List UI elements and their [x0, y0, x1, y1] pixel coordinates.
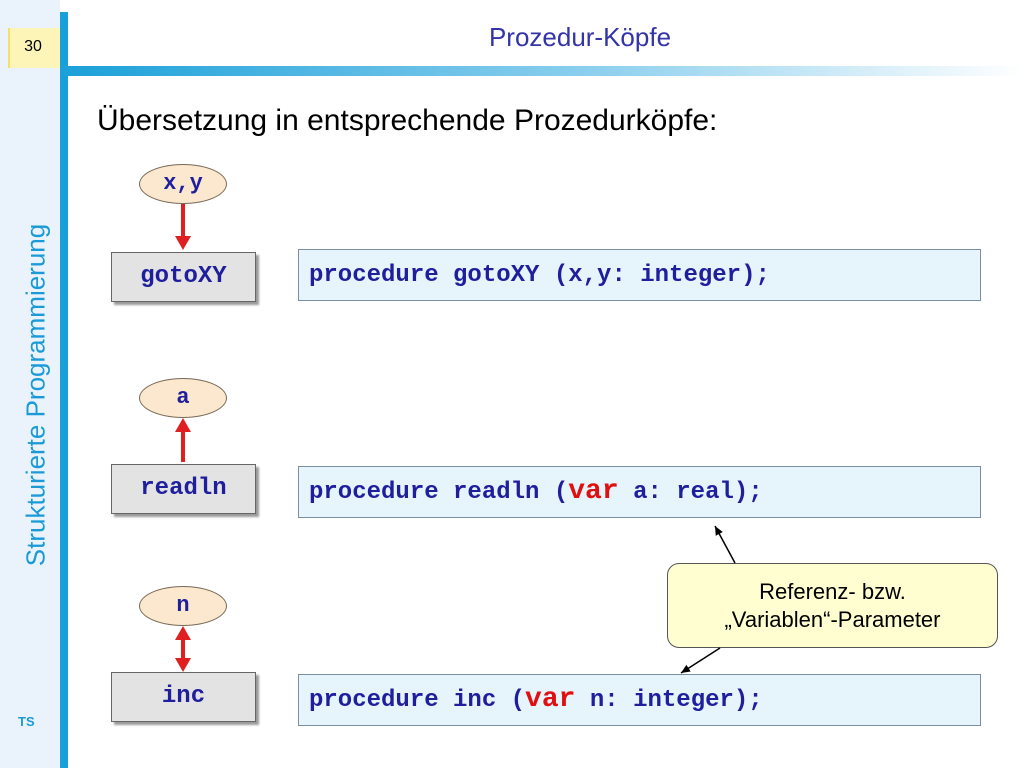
callout-line-1: Referenz- bzw. [759, 579, 906, 604]
side-title: Strukturierte Programmierung [20, 223, 51, 567]
param-ellipse-xy: x,y [139, 164, 227, 204]
slide-title: Prozedur-Köpfe [488, 22, 672, 52]
footer-initials: TS [18, 714, 35, 729]
callout-pointer-readln [714, 525, 736, 564]
code-text: n: integer); [575, 687, 763, 714]
code-box-gotoxy: procedure gotoXY (x,y: integer); [298, 249, 981, 301]
param-ellipse-a: a [139, 378, 227, 418]
red-arrow-bidirectional [175, 626, 191, 672]
callout-pointer-inc [680, 647, 721, 674]
callout-line-2: „Variablen“-Parameter [724, 607, 941, 632]
code-keyword-var: var [568, 476, 619, 507]
red-arrow-up [175, 418, 191, 462]
page-number: 30 [24, 38, 42, 55]
sidebar [0, 0, 60, 768]
title-underline-bar [60, 66, 1024, 76]
proc-box-readln: readln [111, 464, 256, 514]
page-number-box: 30 [8, 28, 62, 68]
proc-box-gotoxy: gotoXY [111, 252, 256, 302]
code-text: procedure inc ( [309, 687, 526, 714]
param-ellipse-n: n [139, 586, 227, 626]
code-text: procedure gotoXY (x,y: integer); [309, 262, 770, 289]
code-box-inc: procedure inc (var n: integer); [298, 674, 981, 726]
code-text: a: real); [618, 479, 763, 506]
proc-box-inc: inc [111, 672, 256, 722]
red-arrow-down [175, 204, 191, 250]
code-box-readln: procedure readln (var a: real); [298, 466, 981, 518]
sidebar-accent-bar [60, 12, 68, 768]
heading: Übersetzung in entsprechende Prozedurköp… [97, 104, 718, 137]
reference-parameter-callout: Referenz- bzw. „Variablen“-Parameter [667, 563, 998, 648]
code-keyword-var: var [525, 684, 576, 715]
code-text: procedure readln ( [309, 479, 569, 506]
